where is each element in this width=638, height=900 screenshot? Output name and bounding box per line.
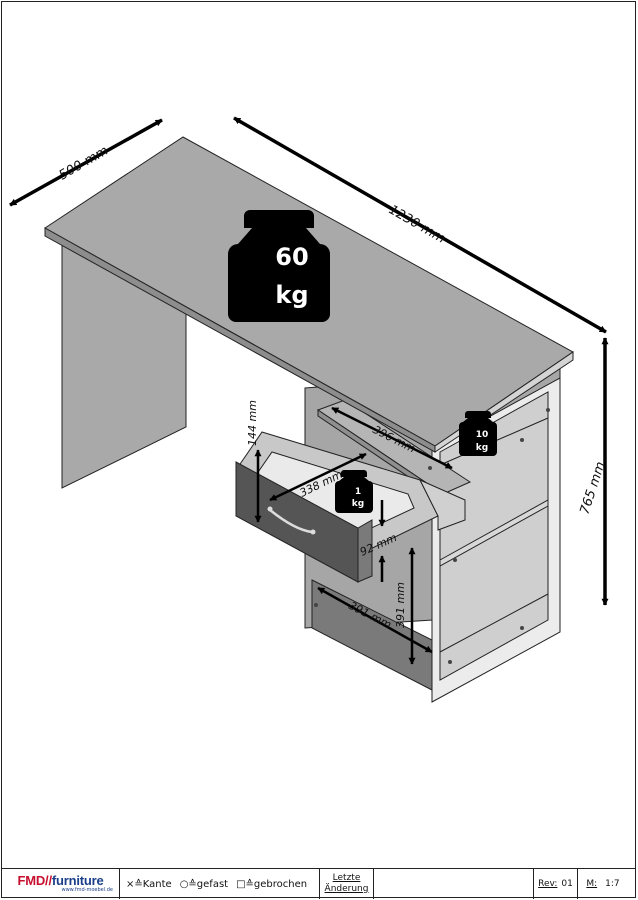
brand-separator: // — [45, 873, 52, 888]
edge-legend: ×≙Kante ○≙gefast □≙gebrochen — [120, 869, 320, 899]
load-unit-top: kg — [275, 281, 308, 309]
brand-part2: furniture — [51, 873, 104, 888]
scale-value: 1:7 — [605, 879, 620, 889]
drawer-front-edge — [357, 519, 373, 583]
pedestal-middle-shelf — [439, 499, 549, 567]
screw-dot — [448, 660, 452, 664]
screw-dot — [520, 438, 524, 442]
scale-label: M: — [586, 879, 598, 889]
weight-icon — [335, 470, 373, 513]
scale: M: 1:7 — [578, 869, 628, 899]
load-unit-shelf: kg — [476, 443, 488, 453]
load-unit-drawer: kg — [352, 499, 364, 509]
dim-arrow-depth — [9, 118, 163, 207]
weight-icon — [459, 411, 497, 456]
dim-label-cabinet-height: 391 mm — [394, 582, 407, 628]
legend-symbol: □≙ — [236, 878, 254, 890]
brand-logo: FMD//furniture www.fmd-moebel.de — [2, 869, 120, 899]
revision-value: 01 — [561, 879, 573, 889]
load-badge-shelf: 10 kg — [459, 411, 497, 456]
drawer-handle — [269, 509, 313, 534]
dim-label-width: 1230 mm — [386, 202, 448, 246]
dim-arrow-width — [233, 116, 607, 334]
desk-technical-drawing: 500 mm 1230 mm 765 mm 396 mm 144 mm 338 … — [9, 116, 609, 703]
revision-label: Rev: — [538, 879, 558, 889]
brand-url: www.fmd-moebel.de — [61, 887, 114, 893]
pedestal-bottom-line — [439, 593, 549, 653]
legend-item: ○≙gefast — [180, 879, 228, 890]
dim-label-depth: 500 mm — [57, 143, 112, 183]
dim-arrow-shelf-depth — [331, 406, 453, 470]
legend-label: gefast — [196, 878, 229, 890]
load-value-drawer: 1 — [355, 487, 361, 497]
revision: Rev: 01 — [534, 869, 578, 899]
last-change-line2: Änderung — [324, 884, 369, 894]
drawer-handle-knob — [310, 529, 316, 535]
last-change-value — [374, 869, 534, 899]
screw-dot — [453, 558, 457, 562]
load-badge-top: 60 kg — [228, 210, 330, 322]
brand-name: FMD//furniture — [17, 874, 103, 887]
legend-symbol: ○≙ — [179, 878, 197, 890]
drawer-runner — [418, 478, 466, 531]
screw-dot — [546, 408, 550, 412]
weight-icon — [228, 210, 330, 322]
drawer-handle-knob — [267, 506, 273, 512]
load-value-shelf: 10 — [476, 430, 489, 440]
legend-item: ×≙Kante — [126, 879, 172, 890]
last-change-label: Letzte Änderung — [320, 869, 374, 899]
screw-dot — [314, 603, 318, 607]
legend-symbol: ×≙ — [126, 878, 143, 890]
legend-label: gebrochen — [253, 878, 308, 890]
screw-dot — [428, 466, 432, 470]
legend-label: Kante — [142, 878, 172, 890]
brand-part1: FMD — [17, 873, 46, 888]
title-block: FMD//furniture www.fmd-moebel.de ×≙Kante… — [2, 868, 636, 899]
load-badge-drawer: 1 kg — [335, 470, 373, 513]
legend-item: □≙gebrochen — [236, 879, 307, 890]
dim-label-drawer-height: 144 mm — [246, 400, 259, 446]
dim-arrow-drawer-depth — [269, 452, 367, 502]
load-value-top: 60 — [275, 243, 308, 271]
last-change-line1: Letzte — [332, 873, 361, 883]
screw-dot — [520, 626, 524, 630]
